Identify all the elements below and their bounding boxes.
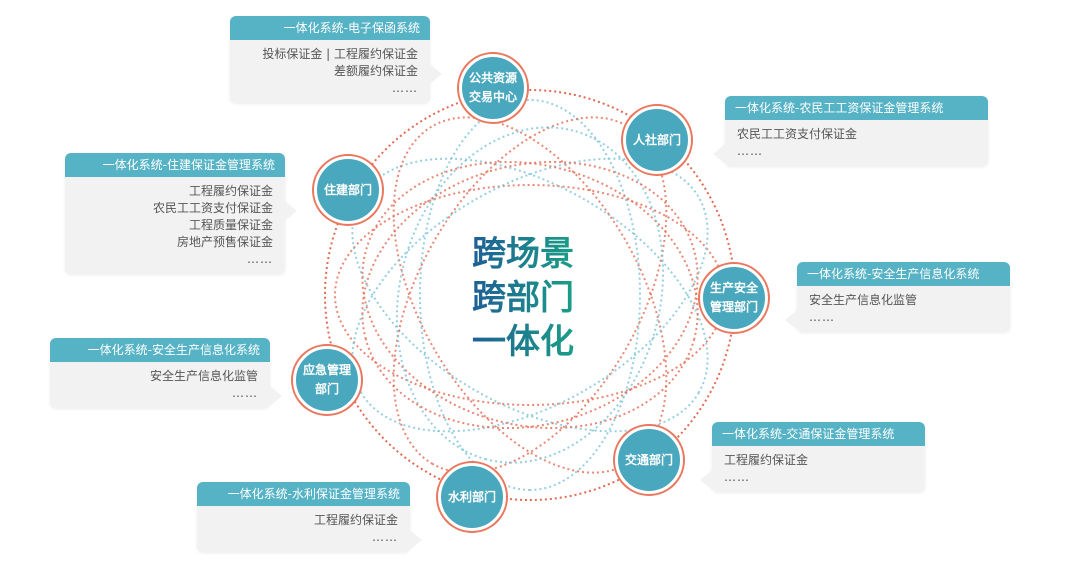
card-item: 农民工工资支付保证金 xyxy=(152,201,273,215)
card-housing: 一体化系统-住建保证金管理系统 工程履约保证金农民工工资支付保证金工程质量保证金… xyxy=(65,153,297,274)
node-label: 交通部门 xyxy=(624,452,673,467)
card-item: 投标保证金 | 工程履约保证金 xyxy=(262,47,418,61)
card-item: 房地产预售保证金 xyxy=(176,235,273,249)
card-item: 工程履约保证金 xyxy=(724,453,809,467)
node-emergency: 应急管理部门 xyxy=(293,346,361,414)
orbit-ellipse xyxy=(395,126,665,464)
node-water: 水利部门 xyxy=(438,463,506,531)
center-title: 跨场景 跨部门 一体化 xyxy=(472,232,574,364)
card-title: 一体化系统-安全生产信息化系统 xyxy=(797,262,1010,286)
node-label: 应急管理部门 xyxy=(302,363,351,396)
card-item: 农民工工资支付保证金 xyxy=(737,127,858,141)
node-transport: 交通部门 xyxy=(615,426,683,494)
card-title: 一体化系统-电子保函系统 xyxy=(230,16,430,40)
card-more: …… xyxy=(232,386,258,400)
center-line: 跨部门 xyxy=(472,278,574,318)
node-public-resource: 公共资源交易中心 xyxy=(459,54,527,122)
card-emergency: 一体化系统-安全生产信息化系统 安全生产信息化监管 …… xyxy=(50,338,282,408)
card-more: …… xyxy=(724,470,750,484)
card-transport: 一体化系统-交通保证金管理系统 工程履约保证金 …… xyxy=(700,422,925,492)
orbit-ellipse xyxy=(351,157,709,433)
card-more: …… xyxy=(392,81,418,95)
card-migrant-wage: 一体化系统-农民工工资保证金管理系统 农民工工资支付保证金 …… xyxy=(713,96,988,166)
orbit-ellipse xyxy=(361,160,699,430)
card-item: 安全生产信息化监管 xyxy=(809,293,918,307)
card-more: …… xyxy=(372,530,398,544)
card-title: 一体化系统-交通保证金管理系统 xyxy=(712,422,925,446)
node-label: 生产安全管理部门 xyxy=(709,281,758,314)
orbit-ellipse xyxy=(392,116,668,474)
card-item: 安全生产信息化监管 xyxy=(149,369,258,383)
node-label: 公共资源交易中心 xyxy=(468,71,517,104)
orbit-ellipse xyxy=(419,99,641,491)
node-label: 人社部门 xyxy=(632,132,681,147)
card-water: 一体化系统-水利保证金管理系统 工程履约保证金 …… xyxy=(197,482,422,552)
card-item: 差额履约保证金 xyxy=(333,64,418,78)
card-item: 工程履约保证金 xyxy=(313,513,398,527)
card-e-guarantee: 一体化系统-电子保函系统 投标保证金 | 工程履约保证金差额履约保证金 …… xyxy=(230,16,442,103)
node-hr: 人社部门 xyxy=(623,106,691,174)
card-title: 一体化系统-安全生产信息化系统 xyxy=(50,338,270,362)
card-item: 工程质量保证金 xyxy=(188,218,273,232)
card-title: 一体化系统-住建保证金管理系统 xyxy=(65,153,285,177)
center-line: 跨场景 xyxy=(472,234,574,274)
orbit-ellipse xyxy=(351,157,709,433)
card-more: …… xyxy=(737,144,763,158)
node-label: 住建部门 xyxy=(323,182,372,197)
card-item: 工程履约保证金 xyxy=(188,184,273,198)
card-title: 一体化系统-农民工工资保证金管理系统 xyxy=(725,96,988,120)
card-more: …… xyxy=(809,310,835,324)
center-line: 一体化 xyxy=(472,322,574,362)
node-label: 水利部门 xyxy=(447,489,496,504)
node-housing: 住建部门 xyxy=(314,156,382,224)
card-title: 一体化系统-水利保证金管理系统 xyxy=(197,482,410,506)
node-safety: 生产安全管理部门 xyxy=(700,264,768,332)
card-safety: 一体化系统-安全生产信息化系统 安全生产信息化监管 …… xyxy=(785,262,1010,332)
card-more: …… xyxy=(247,252,273,266)
orbit-ellipse xyxy=(361,160,699,430)
